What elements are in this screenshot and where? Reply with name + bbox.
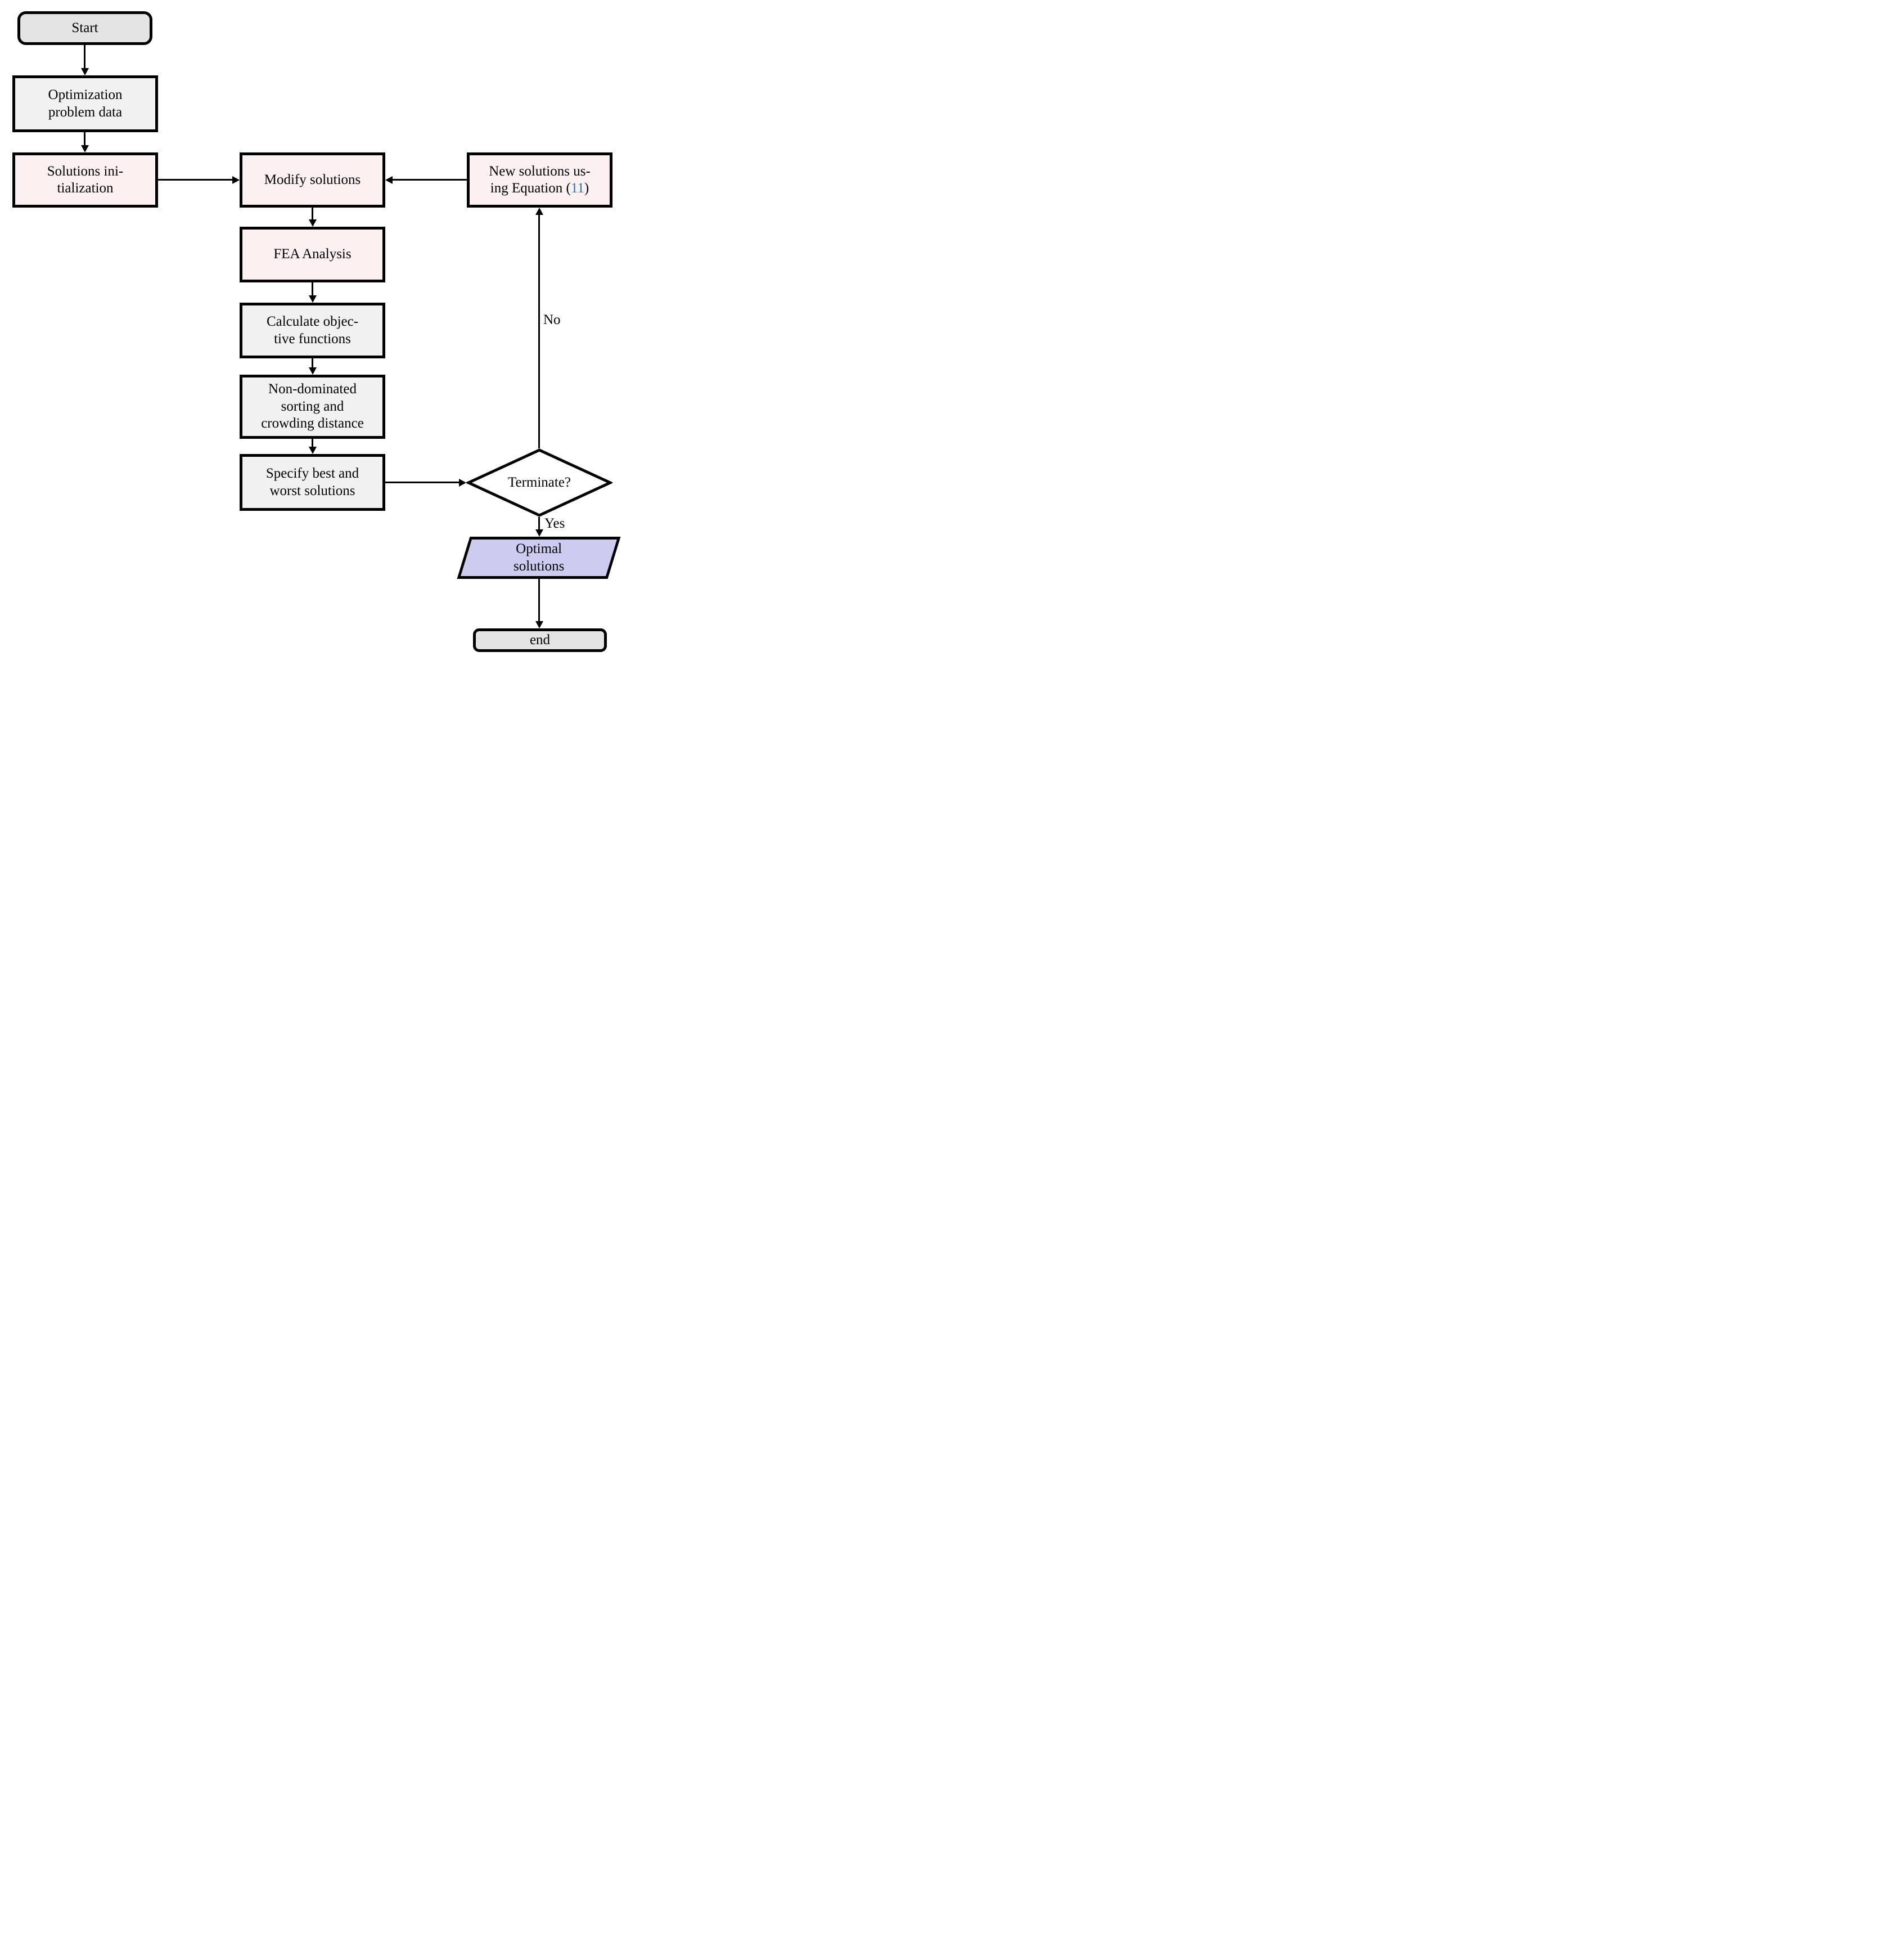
node-start: Start [17, 11, 152, 45]
arrow-modify-to-fea-line [312, 208, 313, 219]
node-specify-best-worst-label: Specify best and worst solutions [265, 466, 359, 498]
node-optimal-solutions: Optimal solutions [457, 537, 621, 579]
arrow-terminate-to-newsol-line [538, 215, 540, 448]
node-new-solutions: New solutions us- ing Equation (11) [467, 152, 612, 208]
node-solutions-initialization: Solutions ini- tialization [12, 152, 158, 208]
arrow-fea-to-calc-head [309, 295, 317, 303]
arrow-nds-to-specify-head [309, 447, 317, 454]
arrow-solinit-to-modify-line [158, 179, 232, 181]
arrow-solinit-to-modify-head [232, 176, 240, 184]
new-solutions-text-after: ) [584, 181, 589, 196]
arrow-optdata-to-solinit-head [81, 145, 89, 152]
arrow-nds-to-specify-line [312, 439, 313, 447]
new-solutions-text-before: New solutions us- ing Equation ( [489, 163, 591, 196]
node-modify-solutions-label: Modify solutions [264, 172, 361, 187]
node-non-dominated-sorting: Non-dominated sorting and crowding dista… [240, 375, 385, 439]
node-calculate-objective-functions-label: Calculate objec- tive functions [266, 314, 359, 347]
arrow-newsol-to-modify-head [385, 176, 393, 184]
arrow-terminate-to-optimal-line [538, 517, 540, 529]
arrow-optimal-to-end-line [538, 579, 540, 621]
arrow-specify-to-terminate-head [459, 479, 466, 487]
node-fea-analysis: FEA Analysis [240, 227, 385, 282]
node-end-label: end [529, 632, 551, 648]
decision-diamond-shape [466, 448, 612, 517]
arrow-calc-to-nds-line [312, 358, 313, 367]
edge-label-no: No [543, 312, 561, 327]
node-terminate-decision: Terminate? [466, 448, 612, 517]
equation-ref-link[interactable]: 11 [570, 181, 584, 196]
arrow-optdata-to-solinit-line [84, 132, 85, 145]
node-optimization-problem-data-label: Optimization problem data [48, 87, 123, 120]
node-optimization-problem-data: Optimization problem data [12, 75, 158, 132]
node-solutions-initialization-label: Solutions ini- tialization [47, 163, 124, 196]
arrow-fea-to-calc-line [312, 282, 313, 295]
arrow-newsol-to-modify-line [393, 179, 467, 181]
node-optimal-solutions-label: Optimal solutions [513, 541, 565, 574]
edge-label-yes: Yes [544, 516, 565, 531]
arrow-start-to-optdata-head [81, 68, 89, 75]
node-specify-best-worst: Specify best and worst solutions [240, 454, 385, 511]
node-end: end [473, 628, 607, 652]
arrow-start-to-optdata-line [84, 45, 85, 68]
node-modify-solutions: Modify solutions [240, 152, 385, 208]
arrow-modify-to-fea-head [309, 219, 317, 227]
arrow-specify-to-terminate-line [385, 482, 459, 483]
arrow-terminate-to-optimal-head [535, 529, 543, 537]
node-fea-analysis-label: FEA Analysis [273, 246, 352, 262]
node-non-dominated-sorting-label: Non-dominated sorting and crowding dista… [261, 381, 364, 431]
arrow-calc-to-nds-head [309, 367, 317, 375]
arrow-optimal-to-end-head [535, 621, 543, 628]
node-start-label: Start [71, 20, 98, 35]
node-terminate-label: Terminate? [507, 474, 571, 490]
flowchart: Start Optimization problem data Solution… [0, 0, 628, 653]
arrow-terminate-to-newsol-head [535, 208, 543, 215]
node-calculate-objective-functions: Calculate objec- tive functions [240, 303, 385, 358]
node-new-solutions-label: New solutions us- ing Equation (11) [489, 163, 591, 197]
